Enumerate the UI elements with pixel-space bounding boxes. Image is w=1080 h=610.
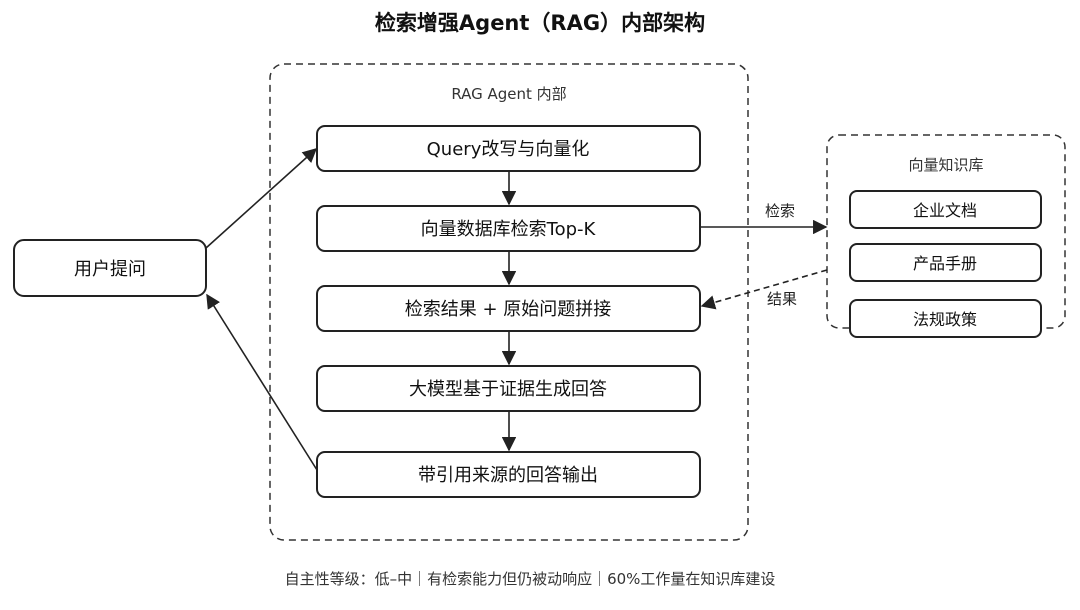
svg-text:企业文档: 企业文档 (913, 201, 977, 220)
kb-item-enterprise-docs: 企业文档 (849, 190, 1042, 229)
svg-text:产品手册: 产品手册 (913, 254, 977, 273)
kb-item-product-manual: 产品手册 (849, 243, 1042, 282)
pipeline-step-llm-generate: 大模型基于证据生成回答 (316, 365, 701, 412)
svg-text:Query改写与向量化: Query改写与向量化 (427, 139, 590, 160)
footer-note: 自主性等级：低–中｜有检索能力但仍被动响应｜60%工作量在知识库建设 (285, 570, 776, 588)
retrieve-label: 检索 (765, 202, 795, 220)
knowledge-base-label: 向量知识库 (908, 156, 983, 174)
diagram-title: 检索增强Agent（RAG）内部架构 (375, 11, 705, 35)
pipeline-step-cited-output: 带引用来源的回答输出 (316, 451, 701, 498)
svg-text:向量数据库检索Top-K: 向量数据库检索Top-K (421, 219, 597, 240)
rag-agent-group-frame (269, 63, 749, 541)
arrow-user-to-query (205, 148, 318, 249)
pipeline-step-vector-retrieval: 向量数据库检索Top-K (316, 205, 701, 252)
result-label: 结果 (767, 290, 797, 308)
svg-text:大模型基于证据生成回答: 大模型基于证据生成回答 (409, 379, 607, 400)
arrow-output-to-user (206, 293, 318, 471)
user-question-node: 用户提问 (13, 239, 207, 297)
svg-text:带引用来源的回答输出: 带引用来源的回答输出 (418, 465, 598, 486)
svg-text:用户提问: 用户提问 (74, 259, 146, 280)
rag-agent-group-label: RAG Agent 内部 (451, 85, 566, 103)
svg-text:检索结果 + 原始问题拼接: 检索结果 + 原始问题拼接 (405, 299, 612, 320)
pipeline-step-concat: 检索结果 + 原始问题拼接 (316, 285, 701, 332)
arrow-result (700, 269, 828, 310)
kb-item-regulations: 法规政策 (849, 299, 1042, 338)
pipeline-step-query-rewrite: Query改写与向量化 (316, 125, 701, 172)
svg-text:法规政策: 法规政策 (913, 310, 977, 329)
